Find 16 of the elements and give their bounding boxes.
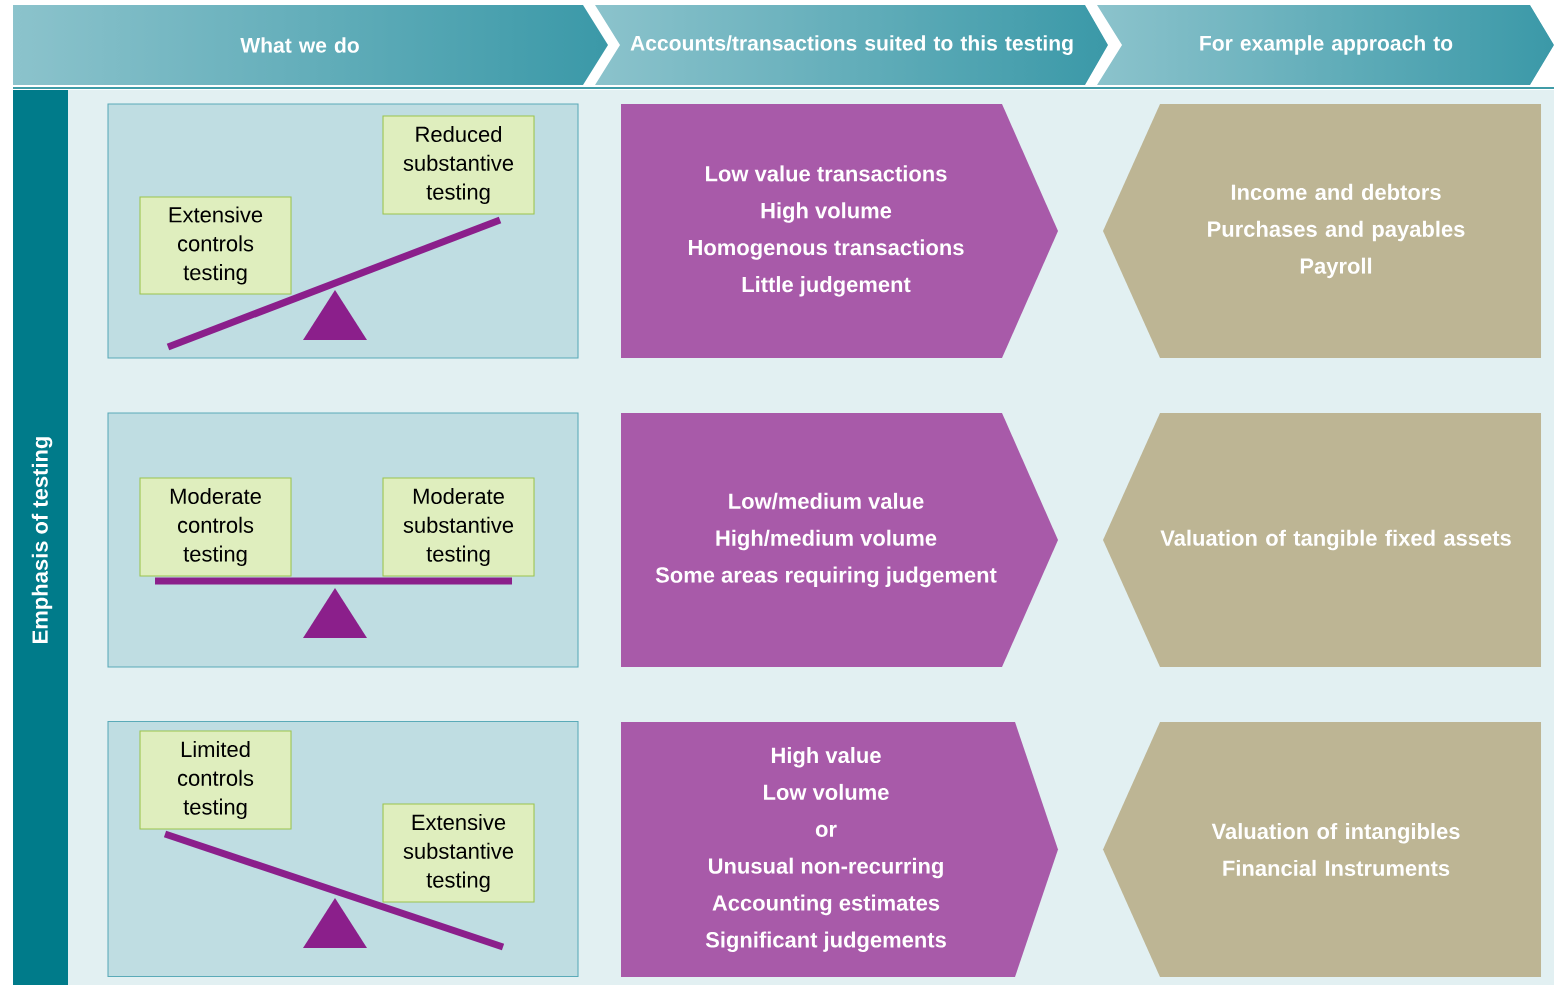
label-box: Moderate substantive testing	[382, 477, 535, 577]
header-chevron: What we do	[240, 37, 359, 53]
chevron-box: Low value transactions High volume Homogenous transactions Little judgement	[621, 104, 1058, 358]
header-chevron: Accounts/transactions suited to this testing	[630, 35, 1073, 55]
label-box: Limited controls testing	[139, 730, 292, 830]
chevron-box: Income and debtors Purchases and payables Payroll	[1103, 104, 1541, 358]
label-box: Moderate controls testing	[139, 477, 292, 577]
label-box: Reduced substantive testing	[382, 115, 535, 215]
chevron-box: High value Low volume or Unusual non-recurring Accounting estimates Significant judgements	[621, 722, 1058, 977]
header-chevron: For example approach to	[1200, 35, 1453, 55]
label-box: Extensive controls testing	[139, 196, 292, 295]
chevron-box: Low/medium value High/medium volume Some areas requiring judgement	[621, 413, 1058, 667]
chevron-box: Valuation of tangible fixed assets	[1103, 413, 1541, 667]
label-box: Extensive substantive testing	[382, 803, 535, 903]
side-band: Emphasis of testing	[13, 90, 68, 985]
chevron-box: Valuation of intangibles Financial Instruments	[1103, 722, 1541, 977]
